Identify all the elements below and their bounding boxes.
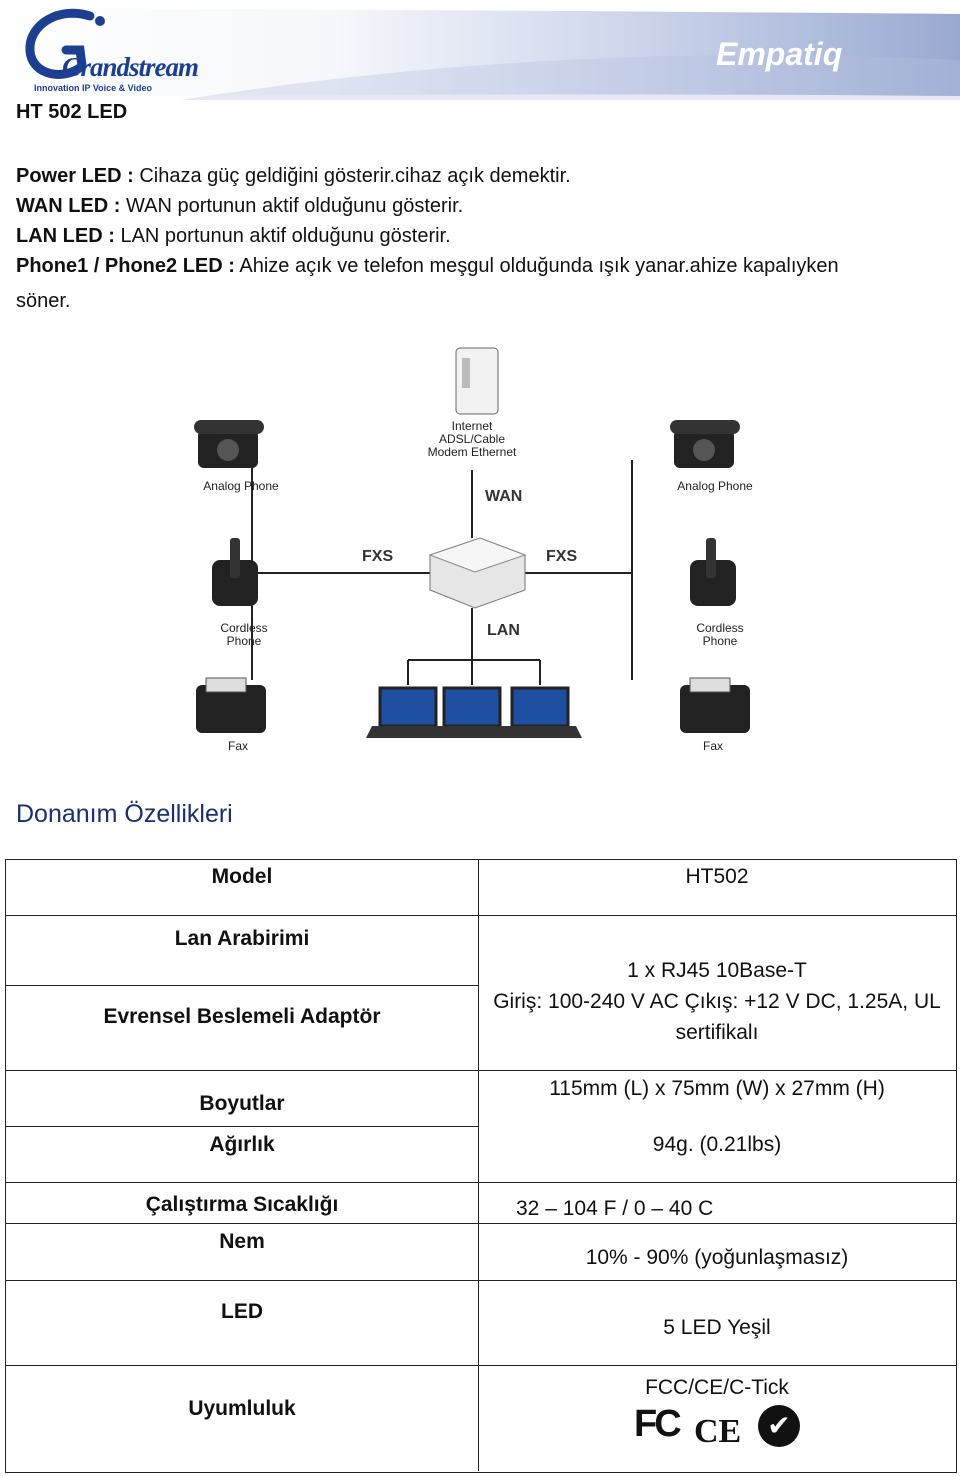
led-label: WAN LED : <box>16 195 121 217</box>
humidity-label: Nem <box>219 1230 265 1253</box>
temperature-label: Çalıştırma Sıcaklığı <box>145 1193 339 1216</box>
laptop-icon <box>430 686 514 738</box>
connection-lines <box>251 460 633 685</box>
grandstream-logo-icon <box>25 8 105 79</box>
row-divider <box>6 1365 478 1366</box>
fax-left-icon <box>196 677 266 733</box>
row-divider <box>478 915 956 916</box>
lan-port-label: LAN <box>487 622 520 639</box>
modem-label: Internet ADSL/Cable Modem Ethernet <box>412 420 532 459</box>
cordless-label-line: Cordless <box>696 621 744 635</box>
led-label: LED <box>221 1300 263 1323</box>
led-description-phone: Phone1 / Phone2 LED : Ahize açık ve tele… <box>16 251 839 281</box>
section-title: Donanım Özellikleri <box>16 800 233 828</box>
weight-label: Ağırlık <box>209 1133 275 1156</box>
row-divider <box>478 1280 956 1281</box>
fcc-mark-icon: FC <box>634 1403 682 1445</box>
row-divider <box>478 1070 956 1071</box>
header-banner <box>0 8 960 100</box>
fxs-left-label: FXS <box>362 548 394 565</box>
logo-text: Grandstream <box>62 52 199 82</box>
led-text: WAN portunun aktif olduğunu gösterir. <box>120 195 464 217</box>
compliance-value: FCC/CE/C-Tick <box>645 1376 789 1399</box>
compliance-label: Uyumluluk <box>188 1397 296 1420</box>
row-divider <box>6 985 478 986</box>
led-value: 5 LED Yeşil <box>663 1316 771 1339</box>
page-header: Grandstream Innovation IP Voice & Video … <box>0 0 960 100</box>
ce-mark-icon: CE <box>694 1413 742 1450</box>
cordless-phone-right-icon <box>690 538 736 606</box>
row-divider <box>6 1280 478 1281</box>
brand-name: Empatiq <box>716 36 843 72</box>
row-divider <box>6 1182 478 1183</box>
lan-label: Lan Arabirimi <box>174 927 310 950</box>
row-divider <box>6 915 478 916</box>
adapter-label: Evrensel Beslemeli Adaptör <box>103 1005 381 1028</box>
row-divider <box>478 1223 956 1224</box>
fax-right-label: Fax <box>702 739 723 753</box>
led-text: Cihaza güç geldiğini gösterir.cihaz açık… <box>133 165 571 187</box>
ctick-mark-icon: ✔ <box>758 1405 800 1447</box>
led-label: LAN LED : <box>16 225 115 247</box>
led-label: Power LED : <box>16 165 134 187</box>
modem-label-line: Modem Ethernet <box>427 445 517 459</box>
led-description-power: Power LED : Cihaza güç geldiğini gösteri… <box>16 161 571 191</box>
cordless-right-label: Cordless Phone <box>688 622 752 648</box>
row-divider <box>6 1223 478 1224</box>
row-divider <box>6 1070 478 1071</box>
led-text: Ahize açık ve telefon meşgul olduğunda ı… <box>234 255 839 277</box>
adapter-value-cont: sertifikalı <box>675 1021 759 1044</box>
laptop-icon <box>366 686 450 738</box>
modem-icon <box>455 347 499 415</box>
cordless-label-line: Phone <box>702 634 738 648</box>
fxs-right-label: FXS <box>546 548 578 565</box>
column-divider <box>478 860 479 1471</box>
fax-right-icon <box>680 677 750 733</box>
modem-label-line: ADSL/Cable <box>438 432 506 446</box>
cordless-label-line: Cordless <box>220 621 268 635</box>
fax-left-label: Fax <box>227 739 248 753</box>
led-description-lan: LAN LED : LAN portunun aktif olduğunu gö… <box>16 221 451 251</box>
logo-tagline: Innovation IP Voice & Video <box>34 83 153 93</box>
temperature-value: 32 – 104 F / 0 – 40 C <box>516 1197 714 1220</box>
led-text: LAN portunun aktif olduğunu gösterir. <box>114 225 451 247</box>
model-value: HT502 <box>685 865 749 888</box>
model-label: Model <box>211 865 273 888</box>
led-description-continuation: söner. <box>16 290 71 312</box>
analog-phone-right-icon <box>670 420 740 468</box>
adapter-value: Giriş: 100-240 V AC Çıkış: +12 V DC, 1.2… <box>493 990 941 1013</box>
spec-table: Model Lan Arabirimi Evrensel Beslemeli A… <box>5 859 957 1473</box>
row-divider <box>6 1126 478 1127</box>
lan-value: 1 x RJ45 10Base-T <box>627 959 807 982</box>
weight-value: 94g. (0.21lbs) <box>652 1133 782 1156</box>
analog-phone-right-label: Analog Phone <box>677 479 753 493</box>
modem-label-line: Internet <box>451 419 493 433</box>
row-divider <box>478 1182 956 1183</box>
cordless-left-label: Cordless Phone <box>212 622 276 648</box>
wan-port-label: WAN <box>485 488 523 505</box>
analog-phone-left-label: Analog Phone <box>203 479 279 493</box>
led-description-wan: WAN LED : WAN portunun aktif olduğunu gö… <box>16 191 463 221</box>
dimensions-label: Boyutlar <box>199 1092 285 1115</box>
cordless-phone-left-icon <box>212 538 258 606</box>
ht502-gateway-icon <box>428 537 527 609</box>
dimensions-value: 115mm (L) x 75mm (W) x 27mm (H) <box>549 1077 885 1100</box>
row-divider <box>478 1365 956 1366</box>
network-diagram <box>194 347 750 738</box>
laptop-icon <box>498 686 582 738</box>
cordless-label-line: Phone <box>226 634 262 648</box>
analog-phone-left-icon <box>194 420 264 468</box>
led-label: Phone1 / Phone2 LED : <box>16 255 235 277</box>
compliance-marks: FC CE ✔ <box>634 1403 854 1451</box>
document-title: HT 502 LED <box>16 101 128 123</box>
humidity-value: 10% - 90% (yoğunlaşmasız) <box>585 1246 849 1269</box>
